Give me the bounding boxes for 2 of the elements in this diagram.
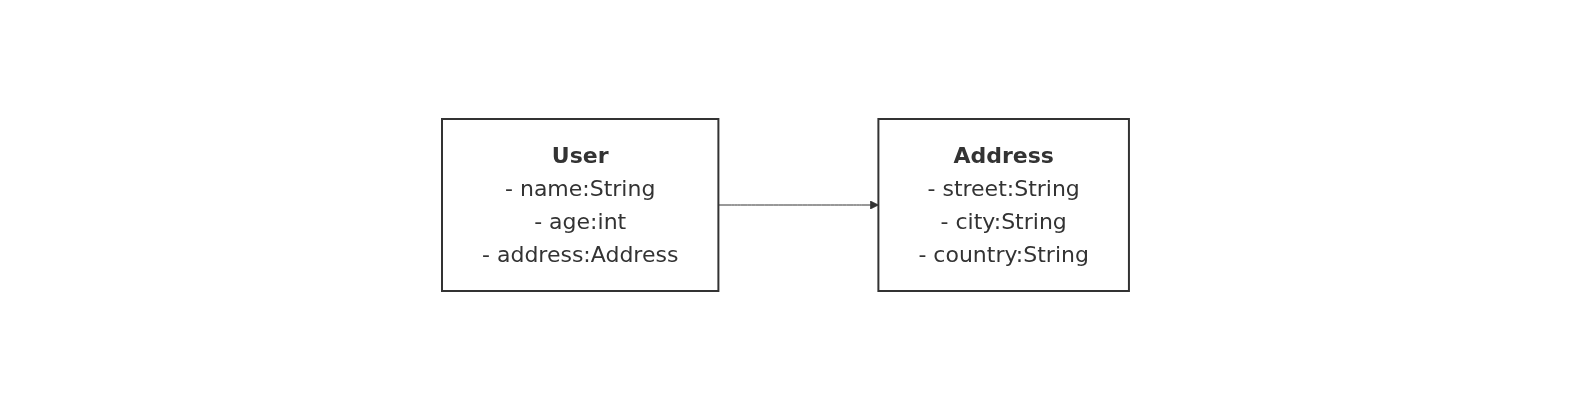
node-box: Address - street:String - city:String - country:String (876, 118, 1130, 292)
node-box: User - name:String - age:int - address:Address (440, 118, 719, 292)
